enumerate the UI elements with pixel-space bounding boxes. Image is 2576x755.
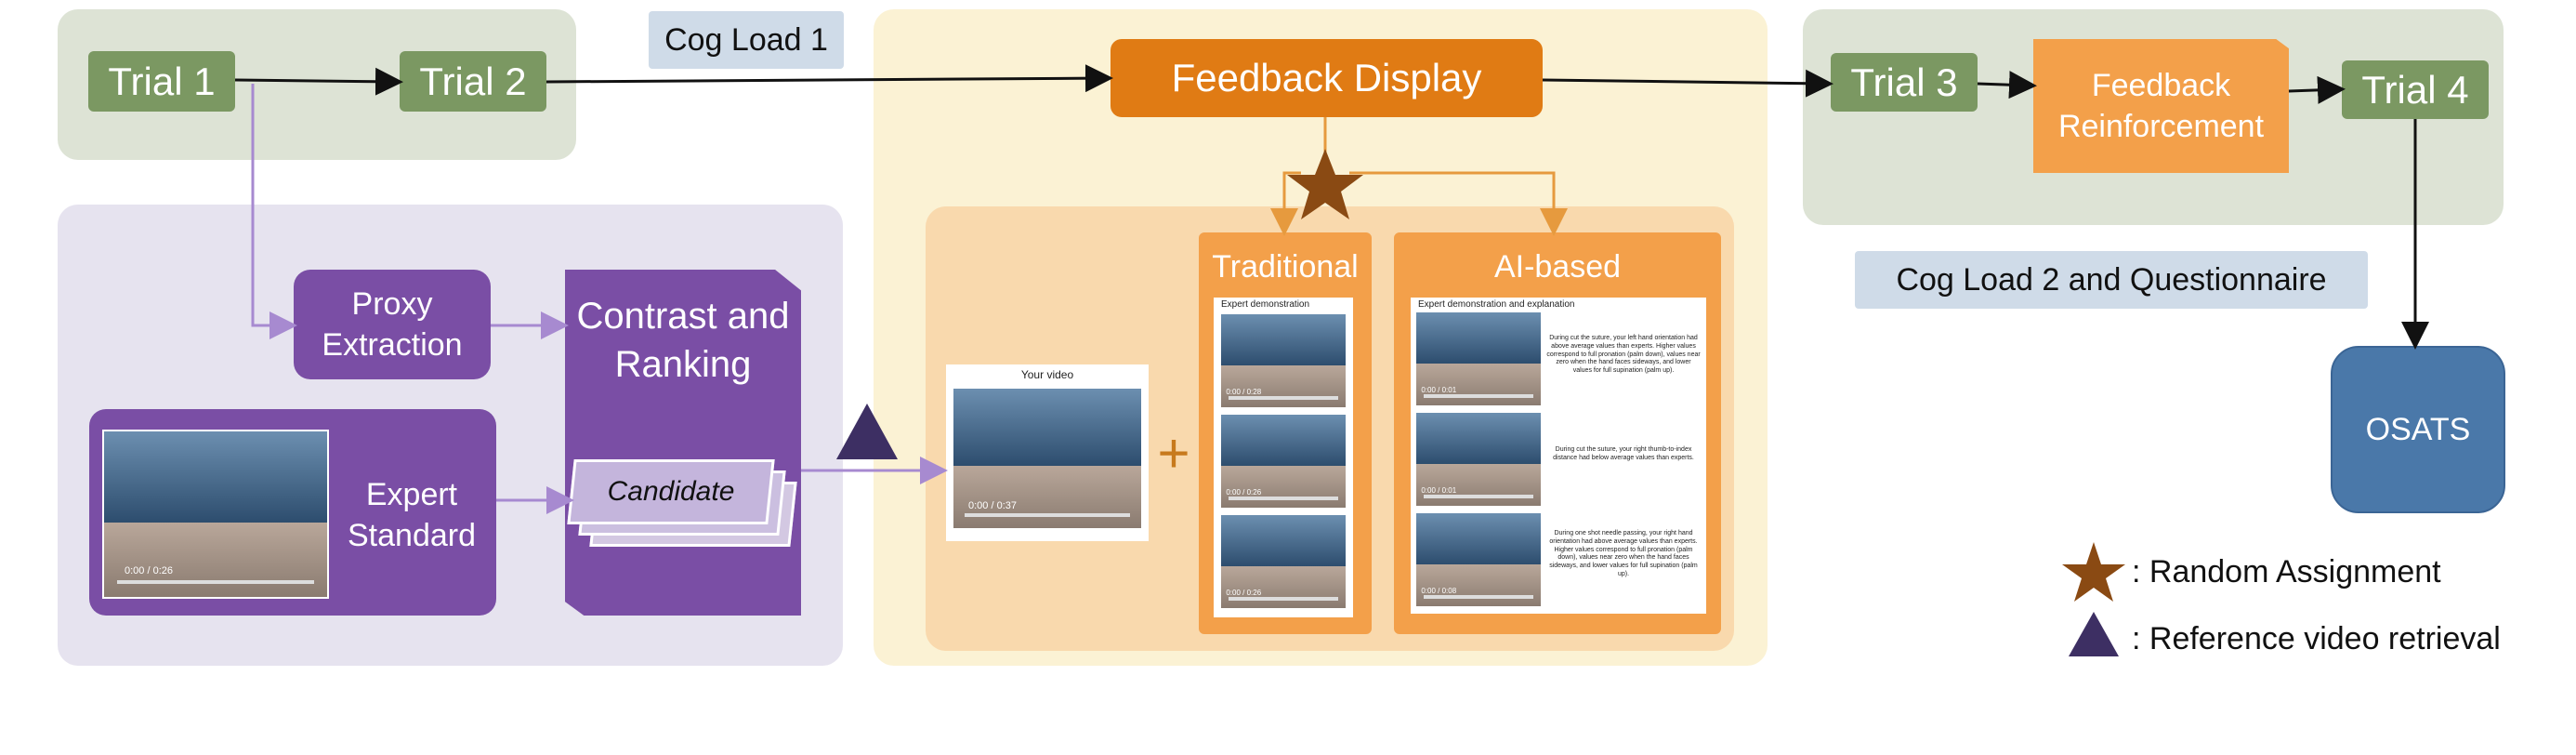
ai-video-3[interactable]: 0:00 / 0:08 (1416, 513, 1541, 606)
triangle-icon (836, 404, 898, 459)
trial-1-box: Trial 1 (88, 51, 235, 112)
your-video[interactable]: 0:00 / 0:37 (953, 389, 1141, 528)
trial-3-box: Trial 3 (1831, 53, 1978, 112)
traditional-video-3[interactable]: 0:00 / 0:26 (1221, 515, 1346, 608)
contrast-ranking-box: Contrast and Ranking (565, 270, 801, 616)
traditional-panel: Traditional Expert demonstration 0:00 / … (1199, 232, 1372, 634)
ai-video-1-progress[interactable] (1424, 394, 1533, 398)
ai-based-panel: AI-based Expert demonstration and explan… (1394, 232, 1721, 634)
your-video-label: Your video (1020, 368, 1074, 381)
feedback-display-box: Feedback Display (1111, 39, 1543, 117)
expert-video[interactable]: 0:00 / 0:26 (102, 430, 329, 599)
legend-triangle-icon (2069, 612, 2119, 656)
legend-random-assignment: : Random Assignment (2132, 554, 2441, 589)
legend-star-icon (2062, 542, 2125, 602)
your-video-card: Your video 0:00 / 0:37 (946, 364, 1149, 541)
legend-reference-retrieval: : Reference video retrieval (2132, 621, 2501, 656)
traditional-label: Traditional (1212, 249, 1359, 285)
osats-box: OSATS (2331, 346, 2505, 513)
expert-video-progress[interactable] (117, 580, 314, 584)
traditional-video-1[interactable]: 0:00 / 0:28 (1221, 314, 1346, 407)
ai-explanation-2: During cut the suture, your right thumb-… (1553, 446, 1694, 461)
ai-video-3-progress[interactable] (1424, 595, 1533, 599)
ai-video-2[interactable]: 0:00 / 0:01 (1416, 413, 1541, 506)
ai-explanation-3: During one shot needle passing, your rig… (1549, 530, 1698, 577)
expert-demo-expl-label: Expert demonstration and explanation (1418, 299, 1575, 310)
ai-based-content: Expert demonstration and explanation 0:0… (1411, 298, 1706, 614)
traditional-video-2[interactable]: 0:00 / 0:26 (1221, 415, 1346, 508)
traditional-video-1-progress[interactable] (1229, 396, 1338, 400)
cog-load-1-tag: Cog Load 1 (649, 11, 844, 69)
ai-explanation-1: During cut the suture, your left hand or… (1546, 335, 1701, 374)
traditional-video-2-progress[interactable] (1229, 497, 1338, 500)
ai-video-2-progress[interactable] (1424, 495, 1533, 498)
trial-4-box: Trial 4 (2342, 60, 2489, 119)
expert-standard-box: 0:00 / 0:26 Expert Standard (89, 409, 496, 616)
ai-video-2-time: 0:00 / 0:01 (1421, 486, 1457, 495)
candidate-label: Candidate (607, 476, 735, 507)
expert-video-time: 0:00 / 0:26 (125, 565, 173, 576)
traditional-video-2-time: 0:00 / 0:26 (1226, 488, 1262, 497)
trial-2-box: Trial 2 (400, 51, 546, 112)
proxy-extraction-box: Proxy Extraction (294, 270, 491, 379)
traditional-video-1-time: 0:00 / 0:28 (1226, 388, 1262, 396)
expert-standard-label: Expert Standard (348, 477, 476, 554)
cog-load-2-tag: Cog Load 2 and Questionnaire (1855, 251, 2368, 309)
traditional-video-3-time: 0:00 / 0:26 (1226, 589, 1262, 597)
expert-demo-label: Expert demonstration (1221, 299, 1310, 310)
ai-video-1-time: 0:00 / 0:01 (1421, 386, 1457, 394)
proxy-extraction-label: Proxy Extraction (322, 285, 463, 363)
your-video-progress[interactable] (965, 513, 1130, 517)
contrast-ranking-label: Contrast and Ranking (576, 296, 790, 385)
ai-based-label: AI-based (1493, 249, 1622, 285)
your-video-time: 0:00 / 0:37 (968, 500, 1017, 511)
ai-video-3-time: 0:00 / 0:08 (1421, 587, 1457, 595)
traditional-video-3-progress[interactable] (1229, 597, 1338, 601)
ai-video-1[interactable]: 0:00 / 0:01 (1416, 312, 1541, 405)
feedback-reinforcement-label: Feedback Reinforcement (2057, 67, 2265, 144)
plus-sign: + (1157, 421, 1190, 484)
traditional-content: Expert demonstration 0:00 / 0:28 0:00 / … (1214, 298, 1353, 617)
feedback-reinforcement-box: Feedback Reinforcement (2033, 39, 2289, 173)
